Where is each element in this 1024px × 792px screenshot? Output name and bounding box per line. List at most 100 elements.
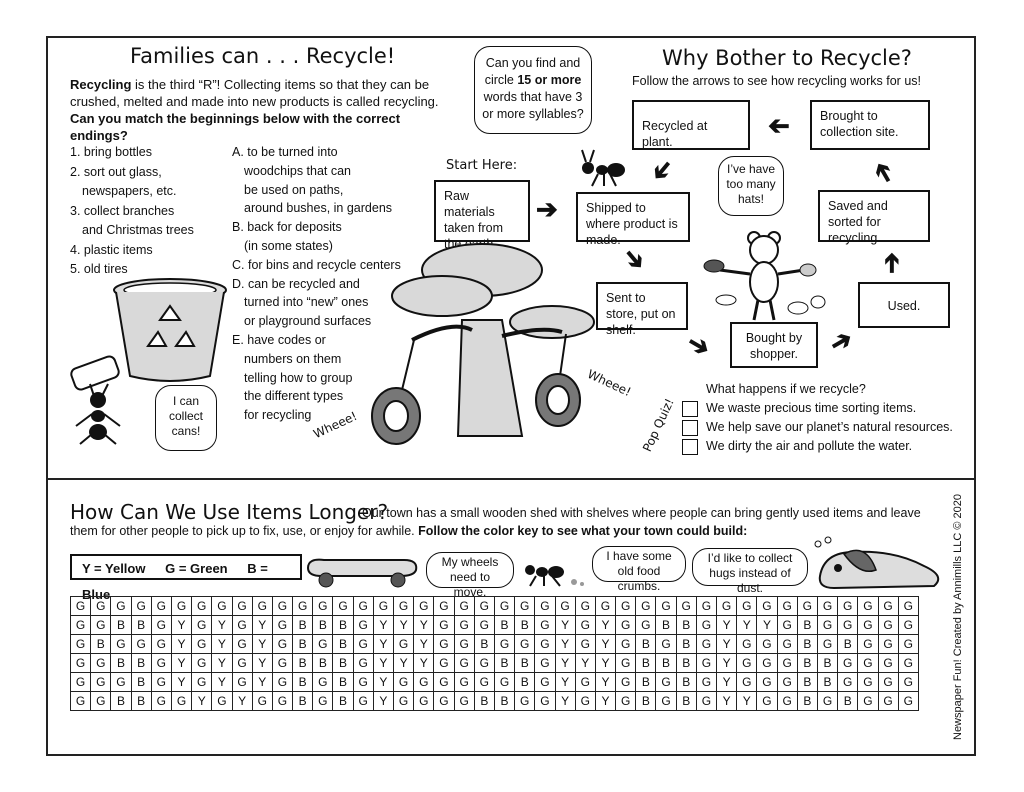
grid-cell[interactable]: G <box>493 672 516 692</box>
grid-cell[interactable]: Y <box>372 634 395 654</box>
grid-cell[interactable]: Y <box>372 672 395 692</box>
grid-cell[interactable]: G <box>211 596 233 616</box>
grid-cell[interactable]: Y <box>170 615 193 635</box>
grid-cell[interactable]: Y <box>413 615 435 635</box>
grid-cell[interactable]: G <box>191 615 213 635</box>
grid-cell[interactable]: G <box>877 596 899 616</box>
grid-cell[interactable]: B <box>312 615 334 635</box>
grid-cell[interactable]: G <box>655 596 677 616</box>
grid-cell[interactable]: G <box>150 653 172 673</box>
grid-cell[interactable]: Y <box>251 615 273 635</box>
grid-cell[interactable]: G <box>352 596 374 616</box>
grid-cell[interactable]: Y <box>413 653 435 673</box>
grid-cell[interactable]: B <box>292 634 314 654</box>
grid-cell[interactable]: Y <box>211 615 233 635</box>
grid-cell[interactable]: B <box>110 615 132 635</box>
grid-cell[interactable]: B <box>130 653 152 673</box>
grid-cell[interactable]: G <box>534 691 556 711</box>
grid-cell[interactable]: G <box>231 596 253 616</box>
grid-cell[interactable]: G <box>655 672 677 692</box>
grid-cell[interactable]: G <box>473 672 495 692</box>
grid-cell[interactable]: B <box>292 672 314 692</box>
grid-cell[interactable]: G <box>877 691 899 711</box>
grid-cell[interactable]: Y <box>211 653 233 673</box>
grid-cell[interactable]: G <box>150 615 172 635</box>
grid-cell[interactable]: G <box>110 634 132 654</box>
grid-cell[interactable]: G <box>736 672 758 692</box>
grid-cell[interactable]: Y <box>594 634 617 654</box>
grid-cell[interactable]: B <box>675 653 697 673</box>
grid-cell[interactable]: B <box>816 653 839 673</box>
grid-cell[interactable]: G <box>191 672 213 692</box>
grid-cell[interactable]: G <box>514 691 536 711</box>
grid-cell[interactable]: G <box>271 615 294 635</box>
grid-cell[interactable]: B <box>796 634 818 654</box>
grid-cell[interactable]: Y <box>736 691 758 711</box>
grid-cell[interactable]: B <box>292 615 314 635</box>
grid-cell[interactable]: G <box>69 672 92 692</box>
grid-cell[interactable]: G <box>433 615 455 635</box>
grid-cell[interactable]: B <box>110 653 132 673</box>
grid-cell[interactable]: Y <box>715 672 738 692</box>
grid-cell[interactable]: B <box>796 615 818 635</box>
grid-cell[interactable]: G <box>615 653 637 673</box>
grid-cell[interactable]: G <box>170 596 193 616</box>
grid-cell[interactable]: Y <box>372 615 395 635</box>
grid-cell[interactable]: G <box>695 615 718 635</box>
grid-cell[interactable]: Y <box>574 653 596 673</box>
grid-cell[interactable]: G <box>231 672 253 692</box>
grid-cell[interactable]: G <box>433 596 455 616</box>
grid-cell[interactable]: G <box>413 691 435 711</box>
grid-cell[interactable]: Y <box>554 615 576 635</box>
grid-cell[interactable]: G <box>191 653 213 673</box>
grid-cell[interactable]: G <box>191 596 213 616</box>
grid-cell[interactable]: B <box>493 691 516 711</box>
grid-cell[interactable]: Y <box>211 672 233 692</box>
grid-cell[interactable]: G <box>69 596 92 616</box>
grid-cell[interactable]: G <box>90 672 112 692</box>
checkbox[interactable] <box>682 438 698 455</box>
grid-cell[interactable]: G <box>837 672 859 692</box>
grid-cell[interactable]: G <box>312 672 334 692</box>
grid-cell[interactable]: Y <box>594 672 617 692</box>
grid-cell[interactable]: Y <box>170 634 193 654</box>
grid-cell[interactable]: Y <box>392 615 415 635</box>
grid-cell[interactable]: G <box>534 672 556 692</box>
grid-cell[interactable]: G <box>150 634 172 654</box>
grid-cell[interactable]: G <box>69 634 92 654</box>
grid-cell[interactable]: G <box>534 596 556 616</box>
grid-cell[interactable]: Y <box>413 634 435 654</box>
grid-cell[interactable]: Y <box>170 672 193 692</box>
grid-cell[interactable]: Y <box>392 653 415 673</box>
grid-cell[interactable]: B <box>796 672 818 692</box>
grid-cell[interactable]: G <box>816 634 839 654</box>
grid-cell[interactable]: G <box>695 691 718 711</box>
grid-cell[interactable]: G <box>796 596 818 616</box>
grid-cell[interactable]: G <box>150 596 172 616</box>
grid-cell[interactable]: B <box>816 672 839 692</box>
grid-cell[interactable]: G <box>352 691 374 711</box>
grid-cell[interactable]: G <box>837 653 859 673</box>
grid-cell[interactable]: G <box>453 691 475 711</box>
grid-cell[interactable]: G <box>251 596 273 616</box>
grid-cell[interactable]: G <box>352 653 374 673</box>
grid-cell[interactable]: G <box>816 691 839 711</box>
grid-cell[interactable]: G <box>695 653 718 673</box>
grid-cell[interactable]: G <box>433 691 455 711</box>
grid-cell[interactable]: G <box>433 672 455 692</box>
grid-cell[interactable]: G <box>857 672 879 692</box>
grid-cell[interactable]: G <box>392 672 415 692</box>
quiz-option[interactable]: We dirty the air and pollute the water. <box>682 437 953 456</box>
grid-cell[interactable]: G <box>271 691 294 711</box>
grid-cell[interactable]: B <box>332 615 354 635</box>
grid-cell[interactable]: G <box>857 615 879 635</box>
grid-cell[interactable]: G <box>493 634 516 654</box>
grid-cell[interactable]: G <box>473 615 495 635</box>
grid-cell[interactable]: G <box>271 672 294 692</box>
grid-cell[interactable]: Y <box>715 634 738 654</box>
grid-cell[interactable]: B <box>635 653 657 673</box>
grid-cell[interactable]: B <box>514 615 536 635</box>
grid-cell[interactable]: B <box>332 634 354 654</box>
grid-cell[interactable]: G <box>615 615 637 635</box>
grid-cell[interactable]: G <box>594 596 617 616</box>
